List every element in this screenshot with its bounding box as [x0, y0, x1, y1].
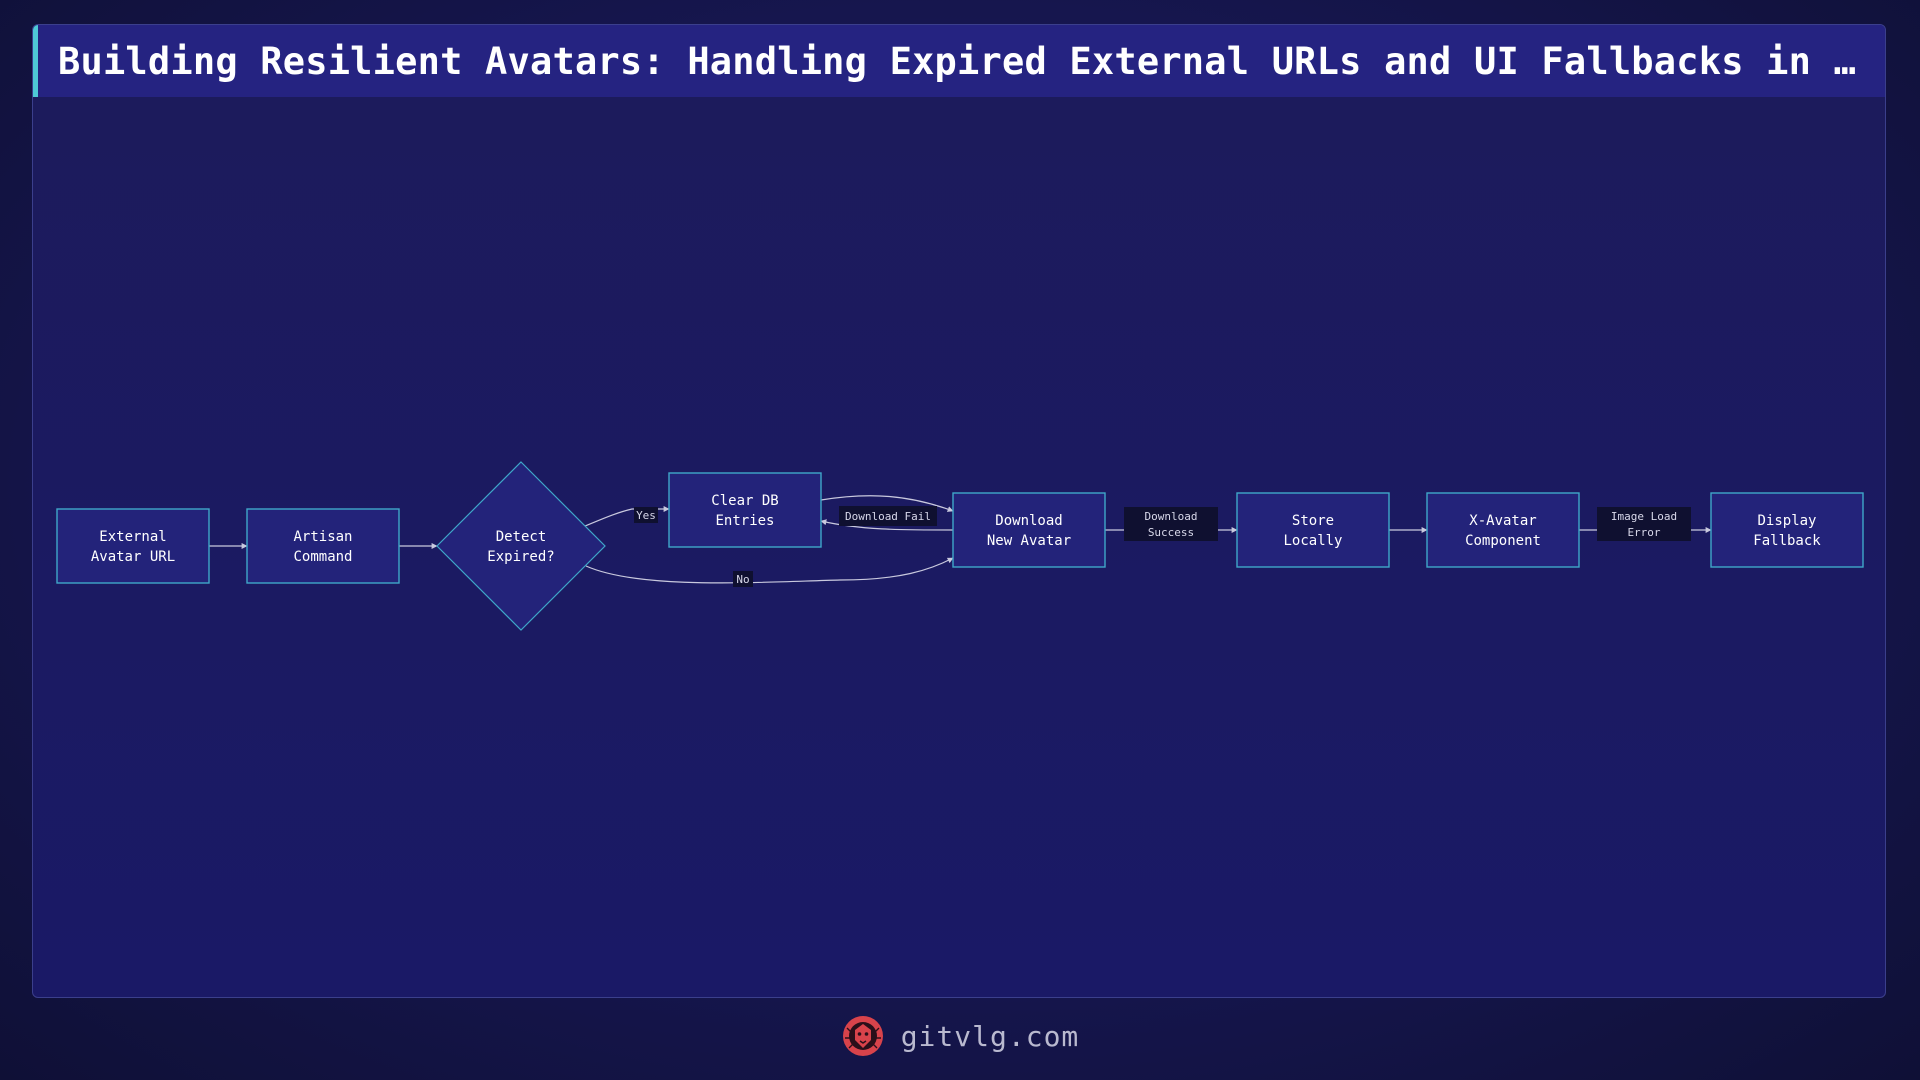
process-box [1426, 492, 1580, 568]
edge-label-bg [733, 571, 753, 587]
node-label-text: Avatar URL [91, 549, 175, 565]
edge-line [820, 519, 954, 531]
node-label-text: Detect [496, 529, 547, 545]
node-label-text: Artisan [293, 529, 352, 545]
decision-shape [436, 461, 606, 631]
process-box [952, 492, 1106, 568]
node-label-text: External [99, 529, 166, 545]
edge-line [584, 506, 670, 527]
edge-detect_expired-to-download_avatar [585, 557, 954, 584]
node-clear-db: Clear DB Entries [668, 472, 822, 548]
node-label-text: Fallback [1753, 533, 1821, 549]
edge-clear_db-to-download_avatar [820, 495, 954, 512]
edge-detect_expired-to-clear_db [584, 506, 670, 527]
process-box [56, 508, 210, 584]
edge-download_avatar-to-clear_db [820, 519, 954, 531]
edge-label-text: Download [1145, 510, 1198, 523]
lion-head-icon [842, 1016, 883, 1056]
edge-label-bg [839, 506, 937, 526]
site-url[interactable]: gitvlg.com [900, 1019, 1080, 1053]
node-label-text: Expired? [487, 549, 554, 565]
edge-line [820, 495, 954, 512]
node-label-text: Component [1465, 533, 1541, 549]
edge-label-bg [634, 507, 658, 523]
edge-label-text: Success [1148, 526, 1194, 539]
process-box [668, 472, 822, 548]
process-box [1236, 492, 1390, 568]
node-label-text: Locally [1283, 533, 1342, 549]
page-title: Building Resilient Avatars: Handling Exp… [58, 39, 1857, 83]
edge-label-text: No [736, 573, 749, 586]
node-label-text: Download [995, 513, 1062, 529]
edge-label-text: Image Load [1611, 510, 1677, 523]
edge-label: No [733, 571, 753, 587]
edge-label: Download Fail [839, 506, 937, 526]
node-label-text: New Avatar [987, 533, 1071, 549]
footer: gitvlg.com [0, 1008, 1920, 1064]
process-box [246, 508, 400, 584]
node-label-text: Store [1292, 513, 1334, 529]
edge-label: Yes [634, 507, 658, 523]
title-bar: Building Resilient Avatars: Handling Exp… [33, 25, 1885, 97]
edge-line [585, 557, 954, 584]
node-label-text: Entries [715, 513, 774, 529]
edge-label-bg [1124, 507, 1218, 541]
process-box [1710, 492, 1864, 568]
edge-label-text: Error [1627, 526, 1660, 539]
edge-label-bg [1597, 507, 1691, 541]
edge-label-text: Yes [636, 509, 656, 522]
edge-label-text: Download Fail [845, 510, 931, 523]
node-label-text: Display [1757, 513, 1816, 529]
node-label-text: X-Avatar [1469, 513, 1536, 529]
node-label-text: Clear DB [711, 493, 778, 509]
node-label-text: Command [293, 549, 352, 565]
